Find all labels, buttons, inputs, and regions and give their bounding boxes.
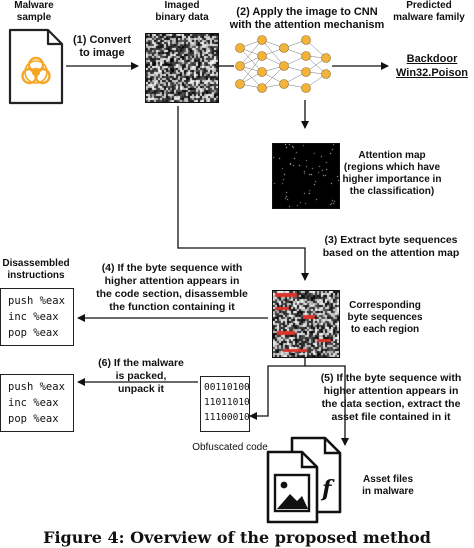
obfuscated-code-box: 00110100 11011010 11100010 xyxy=(200,376,250,432)
attention-map-label: Attention map (regions which have higher… xyxy=(342,150,442,197)
step6-label: (6) If the malware is packed, unpack it xyxy=(98,357,184,395)
attention-map-image xyxy=(272,143,340,209)
imaged-binary-data xyxy=(145,33,219,103)
unpacked-code-box: push %eax inc %eax pop %eax xyxy=(0,374,74,432)
disassembled-code-box: push %eax inc %eax pop %eax xyxy=(0,288,74,346)
step5-label: (5) If the byte sequence with higher att… xyxy=(320,372,462,423)
step3-label: (3) Extract byte sequences based on the … xyxy=(322,234,460,259)
binary-line: 11100010 xyxy=(204,412,250,423)
asset-files-label: Asset files in malware xyxy=(362,474,414,497)
code-line: inc %eax xyxy=(8,397,59,409)
code-line: push %eax xyxy=(8,381,65,393)
svg-text:f: f xyxy=(320,476,335,502)
connectors xyxy=(66,62,389,446)
prediction-output: Backdoor Win32.Poison xyxy=(395,53,469,79)
corresponding-label: Corresponding byte sequences to each reg… xyxy=(347,300,423,335)
code-line: pop %eax xyxy=(8,413,59,425)
code-line: inc %eax xyxy=(8,311,59,323)
predicted-family-label: Predicted malware family xyxy=(393,0,465,23)
byte-sequence-image xyxy=(272,290,340,358)
step4-label: (4) If the byte sequence with higher att… xyxy=(96,262,248,313)
figure-caption: Figure 4: Overview of the proposed metho… xyxy=(43,528,431,547)
obfuscated-label: Obfuscated code xyxy=(192,442,268,453)
malware-sample-label: Malware sample xyxy=(14,0,54,23)
step1-label: (1) Convert to image xyxy=(72,34,132,59)
disassembled-label: Disassembled instructions xyxy=(2,258,70,281)
step2-label: (2) Apply the image to CNN with the atte… xyxy=(229,6,385,31)
code-line: push %eax xyxy=(8,295,65,307)
biohazard-document-icon xyxy=(8,28,64,105)
image-and-font-files-icon: f xyxy=(266,436,342,524)
imaged-binary-label: Imaged binary data xyxy=(155,0,209,23)
cnn-icon xyxy=(235,35,331,93)
code-line: pop %eax xyxy=(8,327,59,339)
binary-line: 11011010 xyxy=(204,397,250,408)
binary-line: 00110100 xyxy=(204,382,250,393)
